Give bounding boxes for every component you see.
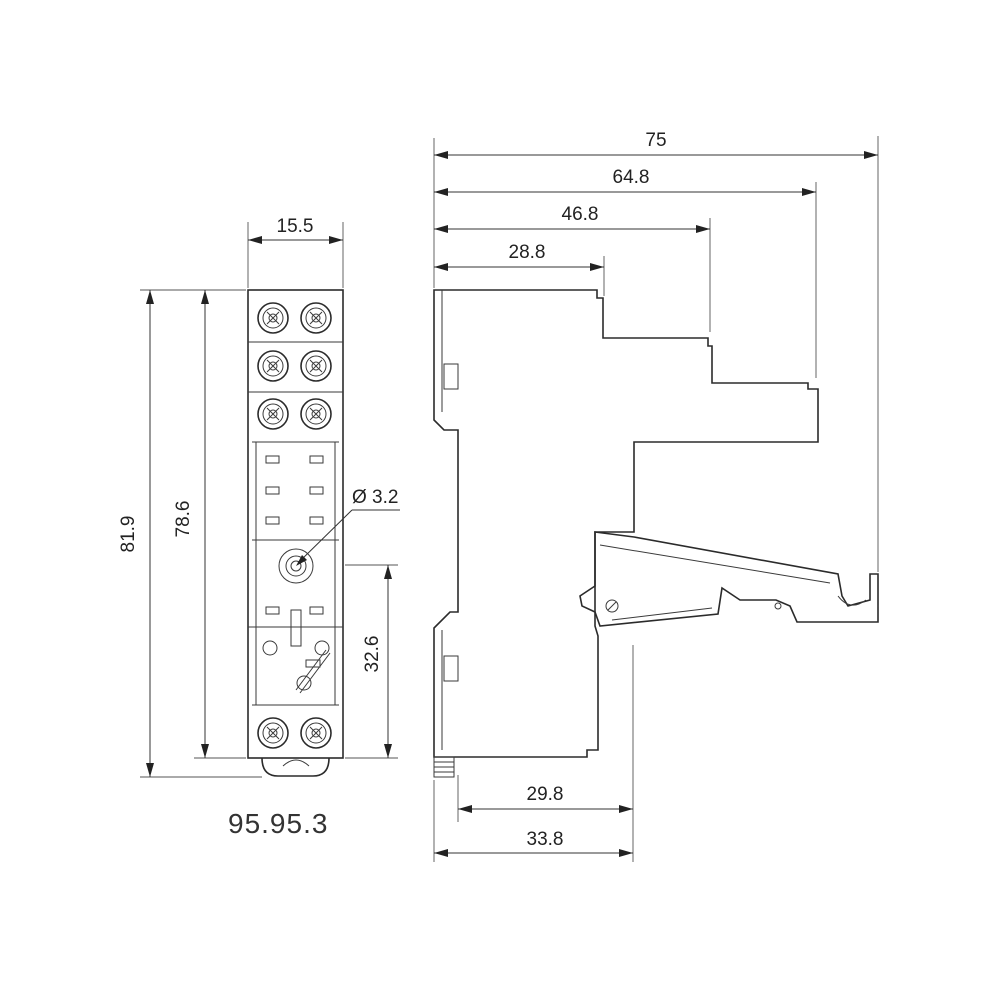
pin-slots xyxy=(265,455,324,615)
terminal-screw-icon xyxy=(257,717,289,749)
depth-step2-label: 46.8 xyxy=(562,204,599,225)
side-window xyxy=(443,363,459,390)
socket-front-outline xyxy=(247,289,344,759)
hole-diameter-label: Ø 3.2 xyxy=(352,487,398,508)
terminal-screw-icon xyxy=(300,717,332,749)
total-height-label: 81.9 xyxy=(118,516,139,553)
front-view: Ø 3.2 95.95.3 xyxy=(228,289,400,839)
clip-outer-label: 33.8 xyxy=(527,829,564,850)
terminal-screw-icon xyxy=(300,398,332,430)
retaining-lever xyxy=(579,531,879,627)
mounting-hole-icon xyxy=(278,548,314,584)
retaining-clip xyxy=(290,609,302,647)
terminal-screw-icon xyxy=(300,302,332,334)
body-height-label: 78.6 xyxy=(173,501,194,538)
rail-offset-label: 32.6 xyxy=(362,636,383,673)
model-number: 95.95.3 xyxy=(228,808,328,839)
depth-step3-label: 64.8 xyxy=(613,167,650,188)
depth-step1-label: 28.8 xyxy=(509,242,546,263)
front-dimensions: 15.5 81.9 78.6 32.6 xyxy=(118,216,398,778)
side-dimensions: 75 64.8 46.8 28.8 29.8 33.8 xyxy=(433,130,879,862)
terminal-screw-icon xyxy=(300,350,332,382)
terminal-screw-icon xyxy=(257,350,289,382)
width-label: 15.5 xyxy=(277,216,314,237)
terminal-screw-icon xyxy=(257,302,289,334)
din-clip-tab xyxy=(261,757,330,777)
side-view xyxy=(433,289,879,778)
depth-total-label: 75 xyxy=(645,130,666,151)
terminal-screw-icon xyxy=(257,398,289,430)
side-window xyxy=(443,655,459,682)
socket-side-outline xyxy=(433,289,819,758)
pivot-icon xyxy=(605,599,619,613)
clip-inner-label: 29.8 xyxy=(527,784,564,805)
